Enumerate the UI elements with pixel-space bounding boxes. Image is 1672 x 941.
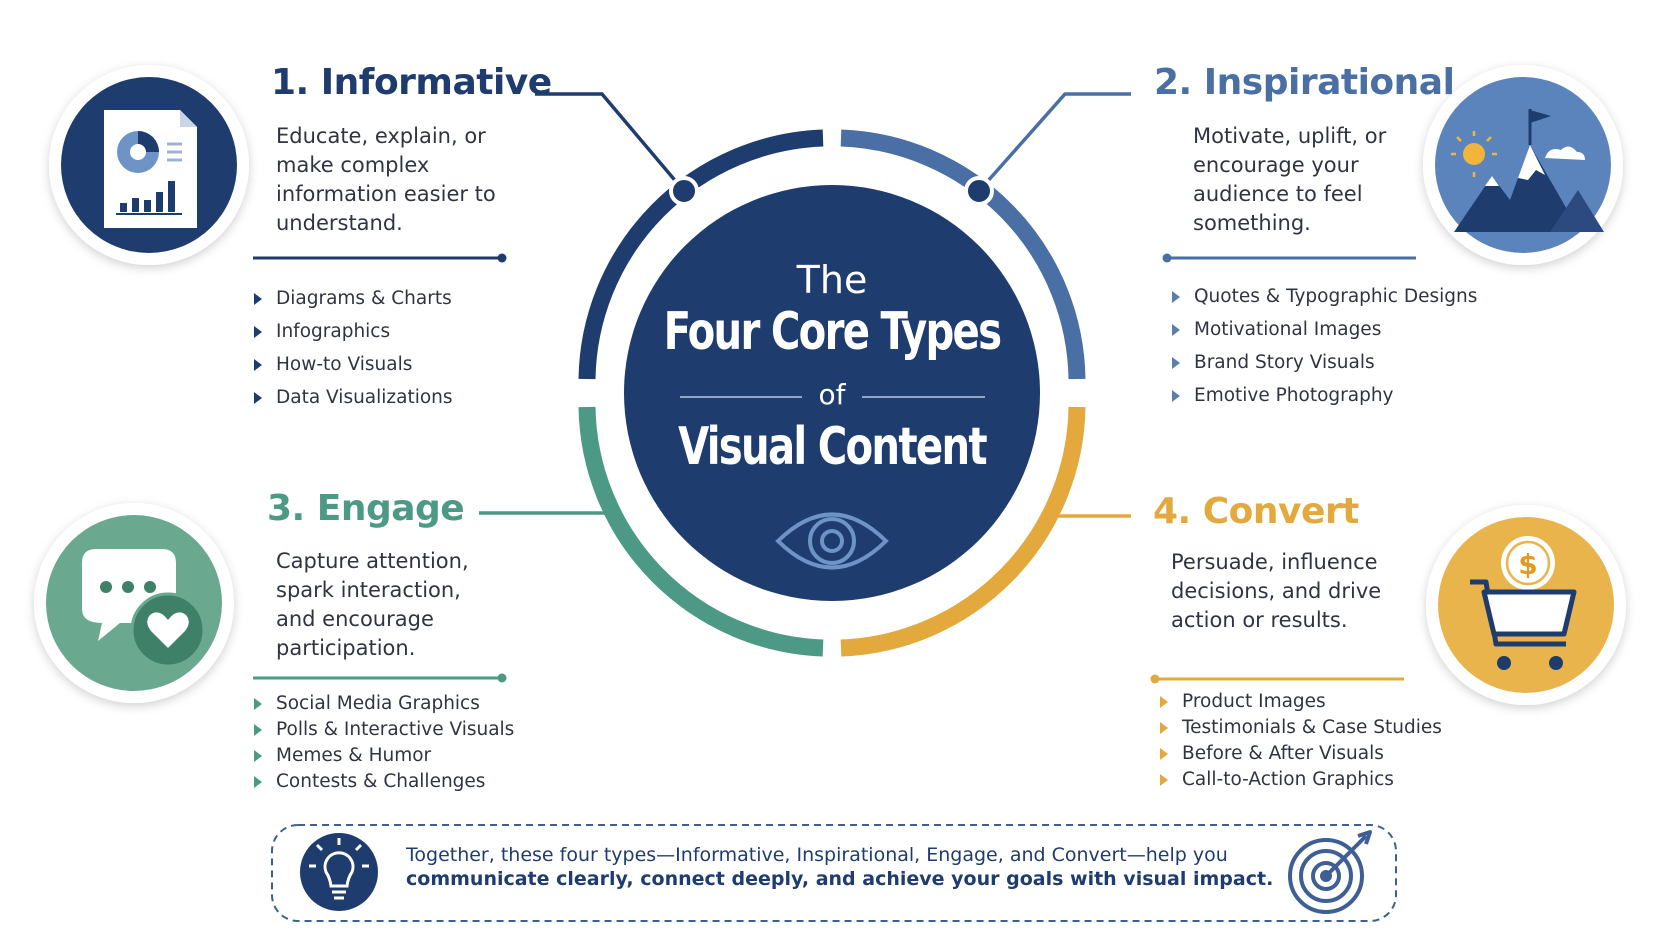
eye-icon — [775, 512, 889, 570]
list-item: Polls & Interactive Visuals — [252, 717, 514, 743]
type-title-inspirational: 2. Inspirational — [1154, 62, 1455, 103]
type-list-convert: Product Images Testimonials & Case Studi… — [1158, 689, 1442, 793]
center-title-the: The — [796, 258, 868, 302]
list-item: Infographics — [252, 315, 453, 348]
type-list-engage: Social Media Graphics Polls & Interactiv… — [252, 691, 514, 795]
shopping-cart-dollar-icon: $ — [1426, 505, 1626, 705]
list-item: Call-to-Action Graphics — [1158, 767, 1442, 793]
lightbulb-icon — [300, 833, 378, 911]
type-list-inspirational: Quotes & Typographic Designs Motivationa… — [1170, 280, 1477, 412]
list-item: Diagrams & Charts — [252, 282, 453, 315]
chat-heart-icon — [34, 503, 234, 703]
svg-text:$: $ — [1518, 548, 1537, 581]
center-title-sub: Visual Content — [678, 417, 988, 477]
footer-line-2: communicate clearly, connect deeply, and… — [406, 868, 1274, 890]
ring-segment-engage — [578, 406, 824, 657]
target-arrow-icon — [1288, 830, 1372, 914]
list-item: Motivational Images — [1170, 313, 1477, 346]
connector-informative — [535, 92, 686, 193]
list-item: Testimonials & Case Studies — [1158, 715, 1442, 741]
ring-segment-informative — [578, 129, 824, 380]
center-disc — [624, 185, 1040, 601]
list-item: Emotive Photography — [1170, 379, 1477, 412]
type-description-convert: Persuade, influence decisions, and drive… — [1171, 550, 1382, 632]
type-title-informative: 1. Informative — [271, 62, 552, 103]
list-item: Data Visualizations — [252, 381, 453, 414]
mountain-flag-icon — [1423, 65, 1623, 265]
list-item: Brand Story Visuals — [1170, 346, 1477, 379]
center-ring — [578, 129, 1086, 657]
ring-segment-convert — [840, 406, 1086, 657]
connector-dot-informative — [669, 176, 699, 206]
footer-line-1: Together, these four types—Informative, … — [406, 844, 1228, 866]
connector-dot-inspirational — [964, 176, 994, 206]
type-title-engage: 3. Engage — [267, 488, 465, 529]
list-item: Before & After Visuals — [1158, 741, 1442, 767]
footer-line-2-wrap: communicate clearly, connect deeply, and… — [406, 867, 1273, 891]
footer-box — [271, 824, 1397, 922]
document-chart-icon — [49, 65, 249, 265]
list-item: Contests & Challenges — [252, 769, 514, 795]
type-title-convert: 4. Convert — [1153, 491, 1359, 532]
list-item: Product Images — [1158, 689, 1442, 715]
connector-inspirational — [977, 92, 1131, 193]
type-description-inspirational: Motivate, uplift, or encourage your audi… — [1193, 124, 1387, 235]
list-item: Memes & Humor — [252, 743, 514, 769]
center-title-of: of — [818, 378, 846, 411]
type-description-informative: Educate, explain, or make complex inform… — [276, 124, 496, 235]
center-title-main: Four Core Types — [663, 302, 1002, 362]
list-item: How-to Visuals — [252, 348, 453, 381]
type-list-informative: Diagrams & Charts Infographics How-to Vi… — [252, 282, 453, 414]
list-item: Social Media Graphics — [252, 691, 514, 717]
type-description-engage: Capture attention, spark interaction, an… — [276, 549, 469, 660]
list-item: Quotes & Typographic Designs — [1170, 280, 1477, 313]
ring-segment-inspirational — [840, 129, 1086, 380]
